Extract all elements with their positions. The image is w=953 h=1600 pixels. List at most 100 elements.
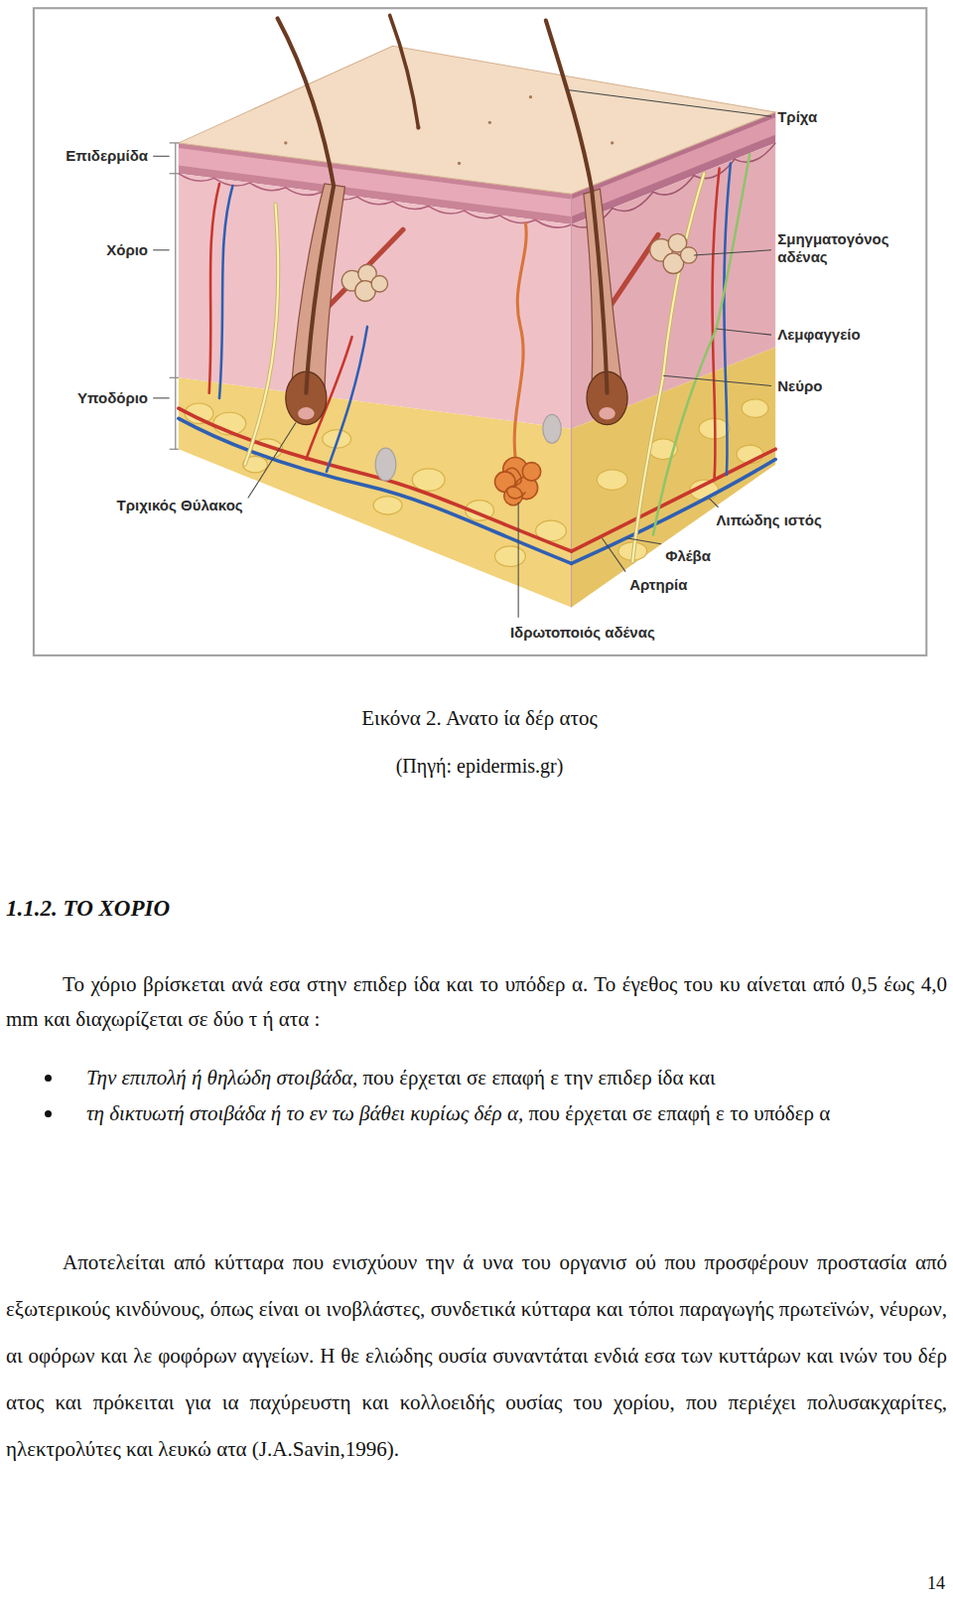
hair-shafts xyxy=(390,14,419,128)
blood-vessels xyxy=(178,408,572,551)
skin-left-face xyxy=(178,142,572,608)
blood-vessels xyxy=(178,162,776,563)
layer-brackets xyxy=(174,142,176,449)
skin-right-face xyxy=(571,346,777,607)
sweat-gland xyxy=(505,467,527,499)
lymph-vessel xyxy=(653,152,751,536)
italic-term: τη δικτυωτή στοιβάδα ή το εν τω βάθει κυ… xyxy=(86,1100,524,1125)
figure-label: Τρίχα xyxy=(777,108,817,127)
hair-shafts xyxy=(277,14,608,393)
figure-label: Χόριο xyxy=(106,241,148,260)
skin-right-face xyxy=(570,193,572,607)
skin-right-face xyxy=(571,112,777,608)
nerves xyxy=(632,173,704,562)
leader-lines xyxy=(663,375,772,386)
figure-source: (Πηγή: epidermis.gr) xyxy=(396,753,564,778)
leader-lines xyxy=(518,502,520,618)
skin-top-surface xyxy=(283,95,614,165)
leader-lines xyxy=(152,89,772,617)
corpuscles xyxy=(543,413,562,443)
layer-brackets xyxy=(169,377,179,379)
italic-term: Την επιπολή ή θηλώδη στοιβάδα, xyxy=(86,1065,358,1090)
leader-lines xyxy=(152,249,169,251)
blood-vessels xyxy=(209,183,220,394)
figure-label: Επιδερμίδα xyxy=(65,146,148,165)
leader-lines xyxy=(626,538,662,545)
layer-brackets xyxy=(169,141,179,143)
blood-vessels xyxy=(326,326,368,472)
body-text: Αποτελείται από κύτταρα που ενισχύουν τη… xyxy=(5,1249,948,1461)
layer-brackets xyxy=(169,142,179,449)
bullet-dot xyxy=(44,1074,52,1082)
body-text: που έρχεται σε επαφή ε το υπόδερ α xyxy=(528,1100,830,1125)
figure-label: Νεύρο xyxy=(777,377,822,396)
hair-follicles xyxy=(285,183,628,425)
figure-label: Φλέβα xyxy=(665,546,711,565)
nerves xyxy=(245,204,279,465)
section-heading: 1.1.2. ΤΟ ΧΟΡΙΟ xyxy=(5,894,170,923)
leader-lines xyxy=(708,498,718,508)
blood-vessels xyxy=(178,417,572,563)
body-paragraph: Αποτελείται από κύτταρα που ενισχύουν τη… xyxy=(5,1238,948,1473)
sebaceous-glands xyxy=(371,275,388,292)
blood-vessels xyxy=(219,185,233,399)
leader-lines xyxy=(152,155,169,157)
sweat-gland xyxy=(495,222,542,506)
bullet-item: Την επιπολή ή θηλώδη στοιβάδα,που έρχετα… xyxy=(86,1061,948,1094)
figure-label: Λιπώδης ιστός xyxy=(716,511,822,530)
figure-caption: Εικόνα 2. Ανατο ία δέρ ατος xyxy=(361,704,598,731)
blood-vessels xyxy=(723,162,731,474)
body-text: Το χόριο βρίσκεται ανά εσα στην επιδερ ί… xyxy=(5,971,948,1031)
nerves xyxy=(245,204,279,465)
nerves xyxy=(245,173,705,562)
figure-label: Υποδόριο xyxy=(77,389,148,408)
figure-frame xyxy=(33,7,927,656)
sweat-gland xyxy=(522,462,542,482)
page-number: 14 xyxy=(927,1572,946,1594)
figure-label: Τριχικός Θύλακος xyxy=(117,496,244,515)
figure-label: Αρτηρία xyxy=(629,575,687,594)
leader-lines xyxy=(716,328,773,335)
layer-brackets xyxy=(169,448,179,450)
bullet-item: τη δικτυωτή στοιβάδα ή το εν τω βάθει κυ… xyxy=(86,1096,948,1130)
leader-lines xyxy=(693,250,772,256)
skin-top-surface xyxy=(178,45,776,194)
corpuscles xyxy=(375,447,397,481)
nerves xyxy=(632,173,704,562)
fat-cells xyxy=(596,469,628,491)
bullet-dot xyxy=(44,1109,52,1117)
fat-cells xyxy=(411,468,445,492)
lymph-vessel xyxy=(653,152,751,536)
skin-top-surface xyxy=(283,140,287,144)
figure-label: Σμηγματογόνος αδένας xyxy=(777,230,917,267)
hair-shafts xyxy=(277,18,335,394)
sebaceous-glands xyxy=(341,233,697,301)
fat-cells xyxy=(495,545,527,567)
skin-top-surface xyxy=(178,45,776,194)
blood-vessels xyxy=(571,448,777,551)
body-paragraph: Το χόριο βρίσκεται ανά εσα στην επιδερ ί… xyxy=(5,966,948,1037)
fat-cells xyxy=(373,496,403,516)
leader-lines xyxy=(248,422,296,499)
body-text: που έρχεται σε επαφή ε την επιδερ ίδα κα… xyxy=(362,1065,715,1090)
sweat-gland xyxy=(495,456,542,505)
leader-lines xyxy=(566,89,772,117)
layer-brackets xyxy=(169,172,179,174)
skin-illustration xyxy=(33,7,927,656)
figure-label: Λεμφαγγείο xyxy=(777,325,860,344)
hair-shafts xyxy=(545,20,608,394)
skin-top-surface xyxy=(610,140,614,144)
arrector-muscles xyxy=(328,229,404,306)
leader-lines xyxy=(152,397,169,399)
skin-top-surface xyxy=(488,121,492,125)
hair-follicles xyxy=(297,407,314,419)
fat-cells xyxy=(741,399,769,418)
skin-top-surface xyxy=(529,95,533,99)
hair-follicles xyxy=(598,407,615,419)
figure-label: Ιδρωτοποιός αδένας xyxy=(510,623,656,642)
corpuscles xyxy=(375,413,561,481)
skin-top-surface xyxy=(457,161,461,165)
skin-left-face xyxy=(178,377,572,607)
sweat-gland xyxy=(514,222,527,457)
